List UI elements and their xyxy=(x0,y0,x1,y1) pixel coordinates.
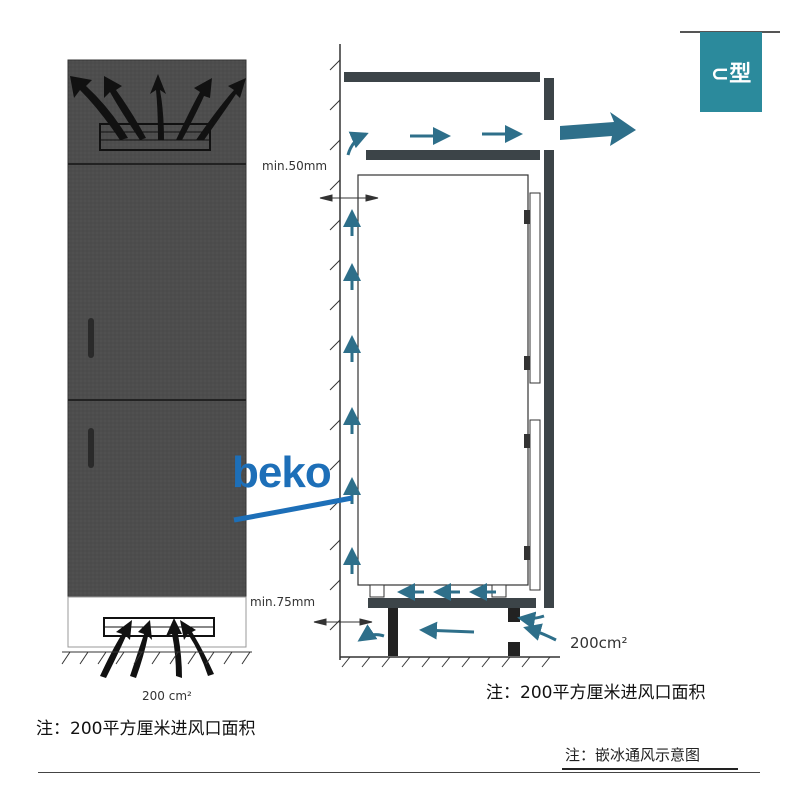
cabinet-body xyxy=(67,59,247,598)
support-leg-front xyxy=(388,608,398,656)
cabinet-front-view: 200 cm² xyxy=(61,59,252,703)
type-badge: ⊂型 xyxy=(700,32,762,112)
exhaust-arrows xyxy=(70,74,246,140)
cabinet-door-side xyxy=(544,78,554,608)
min-bottom-label: min.75mm xyxy=(250,595,315,609)
footer-rule xyxy=(38,772,760,773)
door-top-gap xyxy=(544,120,554,150)
base-shelf xyxy=(368,598,536,608)
floor-hatch-right xyxy=(341,656,551,668)
support-leg-back xyxy=(508,642,520,656)
side-section-view: min.50mm min.75mm 200cm² xyxy=(250,44,636,668)
wall-hatch xyxy=(329,59,341,631)
door-handle-lower xyxy=(88,428,94,468)
note-left: 注：200平方厘米进风口面积 xyxy=(36,719,256,739)
fridge-door-upper xyxy=(529,192,541,384)
door-handle-upper xyxy=(88,318,94,358)
footer-caption-underline xyxy=(562,768,738,770)
intake-area-label-left: 200 cm² xyxy=(142,689,192,703)
exhaust-arrow-large xyxy=(560,112,636,146)
upper-shelf xyxy=(366,150,540,160)
note-right: 注：200平方厘米进风口面积 xyxy=(486,683,706,703)
brand-logo: beko xyxy=(232,448,332,497)
bottom-vent-grille xyxy=(103,617,215,637)
dimension-top xyxy=(319,194,379,202)
fridge-door-lower xyxy=(529,419,541,591)
brand-swoosh xyxy=(233,495,353,523)
intake-arrows xyxy=(100,618,214,678)
intake-area-label-right: 200cm² xyxy=(570,634,628,652)
airflow-arrows xyxy=(343,125,557,642)
footer-caption: 注：嵌冰通风示意图 xyxy=(565,746,701,764)
min-top-label: min.50mm xyxy=(262,159,327,173)
dimension-bottom xyxy=(313,618,373,626)
refrigerator-body xyxy=(357,174,529,586)
top-shelf xyxy=(344,72,540,82)
floor-hatch-left xyxy=(61,651,252,665)
plinth xyxy=(67,596,247,648)
